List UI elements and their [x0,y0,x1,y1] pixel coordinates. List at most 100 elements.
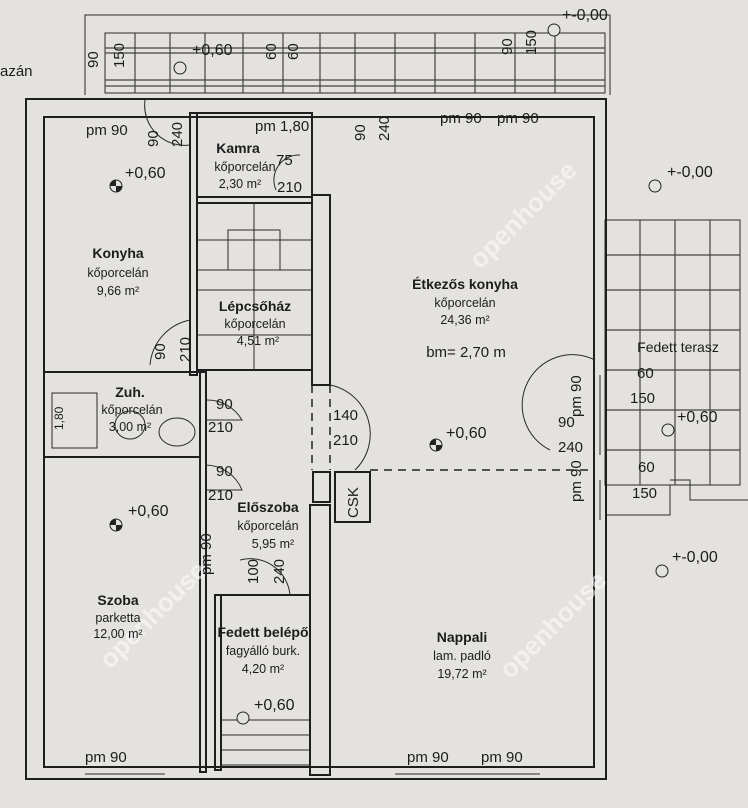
room-eloszoba: Előszoba kőporcelán 5,95 m² [237,499,299,551]
dimension-label: 150 [632,485,657,502]
dimension-label: 210 [333,432,358,449]
level-marker-icon [429,438,443,452]
room-name: Étkezős konyha [412,276,518,292]
level-label: +0,60 [446,425,487,442]
dimensions: pm 90 pm 1,80 pm 90 pm 90 pm 90 pm 90 pm… [52,30,657,766]
dimension-label: 90 [85,51,102,68]
dimension-label: 240 [169,122,186,147]
room-area: 12,00 m² [93,627,142,641]
dimension-label: pm 90 [85,749,127,766]
dimension-label: 210 [277,179,302,196]
room-floor: kőporcelán [214,160,275,174]
level-marker-icon [109,518,123,532]
dimension-label: pm 90 [440,110,482,127]
room-floor: kőporcelán [87,266,148,280]
dimension-label: 210 [177,337,194,362]
walls [25,98,607,780]
dimension-label: 90 [216,463,233,480]
level-label: +0,60 [128,503,169,520]
room-floor: kőporcelán [101,403,162,417]
dimension-label: 210 [208,487,233,504]
top-terrace [84,14,611,95]
level-label: +-0,00 [667,164,713,181]
level-marker-icon [547,23,561,37]
room-szoba: Szoba parketta 12,00 m² [93,592,142,641]
level-marker-icon [109,179,123,193]
dimension-label: pm 90 [481,749,523,766]
watermark-text: openhouse [463,155,582,274]
room-area: 4,51 m² [237,334,279,348]
room-etkezos-konyha: Étkezős konyha kőporcelán 24,36 m² bm= 2… [412,276,518,361]
room-nappali: Nappali lam. padló 19,72 m² [433,629,491,681]
dimension-label: 90 [216,396,233,413]
room-area: 3,00 m² [109,420,151,434]
dimension-label: pm 90 [568,460,585,502]
room-name: Előszoba [237,499,299,515]
room-floor: kőporcelán [237,519,298,533]
room-area: 24,36 m² [440,313,489,327]
chimney-label: azán [0,63,33,80]
dimension-label: pm 90 [198,533,215,575]
dimension-label: 90 [145,130,162,147]
dimension-label: 240 [271,559,288,584]
room-name: Szoba [97,592,138,608]
level-marker-icon [661,423,675,437]
dimension-label: pm 90 [407,749,449,766]
dimension-label: 75 [276,152,293,169]
room-name: Zuh. [115,384,145,400]
dimension-label: 150 [630,390,655,407]
room-terasz-name: Fedett terasz [637,339,719,355]
room-konyha: Konyha kőporcelán 9,66 m² [87,245,148,298]
room-area: 19,72 m² [437,667,486,681]
dimension-label: 90 [352,124,369,141]
dimension-label: 210 [208,419,233,436]
level-label: +0,60 [192,42,233,59]
room-floor: kőporcelán [434,296,495,310]
csk-label: CSK [345,487,362,518]
room-name: Fedett belépő [217,624,308,640]
dimension-label: 60 [638,459,655,476]
room-fedett-belepo: Fedett belépő fagyálló burk. 4,20 m² [217,624,308,676]
level-marker-icon [655,564,669,578]
dimension-label: pm 90 [568,375,585,417]
right-terrace [604,219,748,516]
dimension-label: 100 [245,559,262,584]
room-floor: fagyálló burk. [226,644,300,658]
level-label: +-0,00 [672,549,718,566]
room-name: Nappali [437,629,488,645]
dimension-label: 60 [263,43,280,60]
level-marker-icon [648,179,662,193]
room-floor: lam. padló [433,649,491,663]
room-name: Kamra [216,140,260,156]
dimension-label: 60 [637,365,654,382]
room-area: 5,95 m² [252,537,294,551]
dimension-label: 240 [558,439,583,456]
room-name: Lépcsőház [219,298,291,314]
level-label: +0,60 [677,409,718,426]
level-label: +-0,00 [562,7,608,24]
dimension-label: 90 [558,414,575,431]
level-marker-icon [236,711,250,725]
dimension-label: 90 [152,343,169,360]
room-area: 4,20 m² [242,662,284,676]
dimension-label: 1,80 [52,406,66,430]
level-marker-icon [173,61,187,75]
room-name: Konyha [92,245,144,261]
dimension-label: 150 [523,30,540,55]
room-floor: kőporcelán [224,317,285,331]
dimension-label: 60 [285,43,302,60]
level-markers: +0,60 +0,60 +0,60 +0,60 +0,60 +0,60 +-0,… [109,7,718,725]
dimension-label: pm 90 [497,110,539,127]
room-floor: parketta [95,611,140,625]
dimension-label: 90 [499,38,516,55]
room-area: 2,30 m² [219,177,261,191]
dimension-label: pm 1,80 [255,118,309,135]
level-label: +0,60 [254,697,295,714]
dimension-label: 240 [376,116,393,141]
level-label: +0,60 [125,165,166,182]
dimension-label: pm 90 [86,122,128,139]
room-height: bm= 2,70 m [426,344,506,361]
room-area: 9,66 m² [97,284,139,298]
room-lepcsohaz: Lépcsőház kőporcelán 4,51 m² [219,298,291,348]
